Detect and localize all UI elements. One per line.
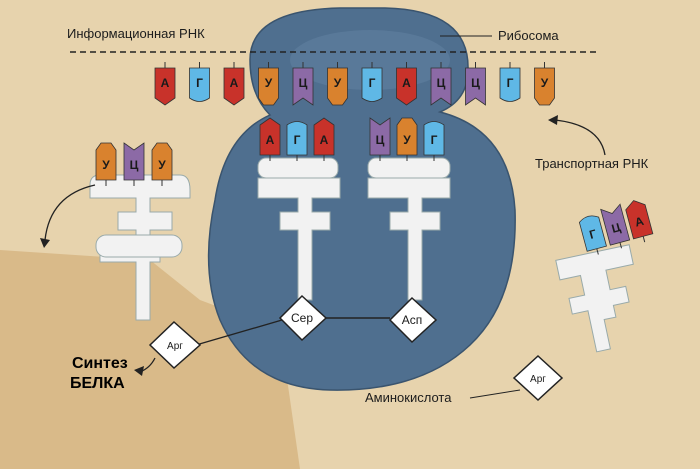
anticodon-incoming-2-label: Ц [610, 220, 622, 236]
mrna-codon-12-label: У [541, 76, 549, 90]
mrna-codon-10-label: Ц [471, 76, 480, 90]
anticodon-2-1 [369, 117, 391, 156]
anticodon-incoming-1 [578, 215, 607, 252]
bond-ser-arg [195, 319, 283, 346]
anticodon-incoming-3 [625, 200, 654, 240]
anticodon-1-2-label: Г [294, 133, 301, 147]
mrna-codon-3 [223, 67, 245, 106]
arrow-incoming [554, 119, 606, 156]
mrna-codon-6-label: У [334, 76, 342, 90]
mrna-codon-2 [189, 67, 210, 102]
label-trna: Транспортная РНК [535, 156, 649, 171]
anticodon-incoming-3-stem [642, 236, 646, 243]
mrna-codon-9 [430, 67, 452, 106]
mrna-codon-3-label: А [230, 76, 239, 90]
anticodon-1-3-label: А [320, 133, 329, 147]
anticodon-leaving-2-label: Ц [130, 158, 139, 172]
amino-acid-arg-leaving-label: Арг [167, 341, 183, 352]
anticodon-incoming-1-label: Г [588, 227, 598, 242]
mrna-codon-7-label: Г [369, 76, 376, 90]
mrna-codon-2-label: Г [196, 76, 203, 90]
anticodon-1-3 [313, 117, 335, 156]
anticodon-1-2 [286, 121, 308, 156]
mrna-codon-4-label: У [265, 76, 273, 90]
trna-bound-1 [257, 157, 341, 301]
anticodon-leaving-2 [123, 142, 145, 181]
mrna-codon-11-label: Г [507, 76, 514, 90]
anticodon-leaving-1-label: У [102, 158, 110, 172]
trna-bound-2 [367, 157, 451, 301]
anticodon-incoming-2 [600, 203, 631, 246]
mrna-codon-8 [396, 67, 417, 106]
label-ribosome: Рибосома [498, 28, 559, 43]
synthesis-label-line1: Синтез [72, 355, 128, 372]
amino-acid-arg-leaving: Арг [148, 320, 202, 370]
mrna-codon-1-label: А [161, 76, 170, 90]
anticodon-incoming-1-stem [596, 248, 599, 255]
label-amino-acid: Аминокислота [365, 390, 452, 405]
mrna-codon-7 [361, 67, 383, 102]
mrna-codon-9-label: Ц [437, 76, 446, 90]
mrna-codon-8-label: А [402, 76, 411, 90]
anticodon-leaving-3-label: У [158, 158, 166, 172]
anticodon-2-1-label: Ц [376, 133, 385, 147]
amino-acid-ser: Сер [278, 294, 328, 342]
mrna-codon-6 [327, 67, 348, 106]
mrna-codon-5-label: Ц [299, 76, 308, 90]
label-mrna: Информационная РНК [67, 26, 205, 41]
anticodon-2-2 [396, 117, 418, 156]
arrow-leaving [44, 184, 96, 241]
trna-incoming [555, 244, 634, 353]
anticodon-leaving-3 [151, 142, 173, 181]
amino-acid-asp-label: Асп [402, 313, 423, 327]
anticodon-1-1-label: А [266, 133, 275, 147]
amino-acid-asp: Асп [388, 296, 438, 344]
anticodon-2-3-label: Г [431, 133, 438, 147]
anticodon-leaving-1 [95, 142, 117, 181]
amino-acid-arg-incoming-label: Арг [530, 374, 546, 385]
anticodon-1-1 [259, 117, 281, 156]
anticodon-incoming-3-label: А [633, 214, 645, 230]
mrna-codon-4 [258, 67, 279, 106]
leader-amino-acid [469, 389, 521, 399]
mrna-codon-5 [292, 67, 314, 106]
anticodon-incoming-2-stem [619, 242, 623, 249]
amino-acid-arg-incoming: Арг [512, 354, 564, 402]
anticodon-2-3 [423, 121, 445, 156]
mrna-codon-1 [154, 67, 176, 106]
amino-acid-ser-label: Сер [291, 311, 313, 325]
mrna-codon-11 [499, 67, 521, 102]
mrna-codon-10 [465, 67, 486, 106]
ribosome [207, 7, 516, 391]
anticodon-2-2-label: У [403, 133, 411, 147]
synthesis-label-line2: БЕЛКА [70, 375, 125, 392]
mrna-codon-12 [534, 67, 555, 106]
